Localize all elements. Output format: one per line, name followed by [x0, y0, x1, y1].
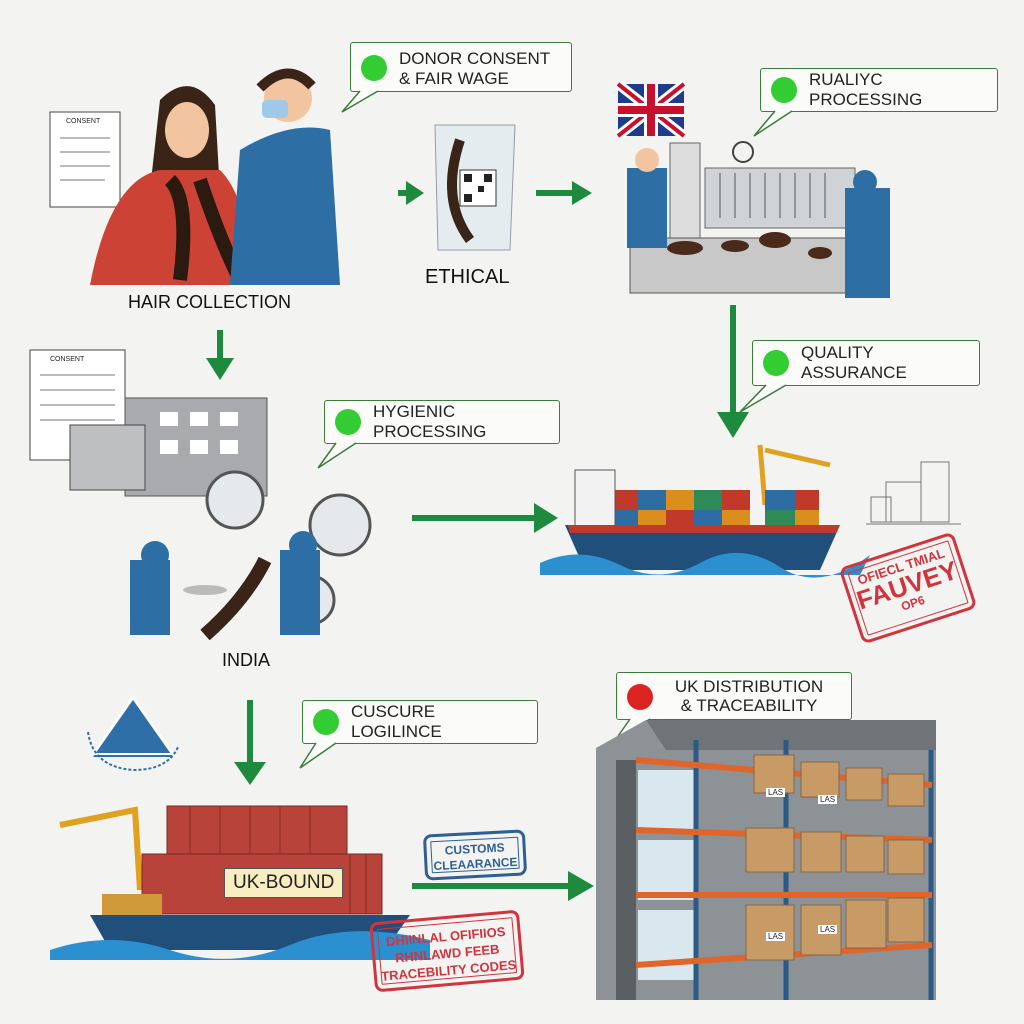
- callout-donor-consent: DONOR CONSENT & FAIR WAGE: [350, 42, 572, 92]
- callout-quality-processing: RUALIYC PROCESSING: [760, 68, 998, 112]
- status-dot-green: [335, 409, 361, 435]
- customs-clearance-stamp: CUSTOMS CLEAARANCE: [422, 829, 528, 881]
- callout-uk-distribution: UK DISTRIBUTION & TRACEABILITY: [616, 672, 852, 720]
- certification-badge-logo: [87, 695, 179, 772]
- callout-text: RUALIYC PROCESSING: [809, 70, 923, 109]
- status-dot-green: [313, 709, 339, 735]
- hair-collection-illustration: [49, 68, 340, 285]
- callout-text: DONOR CONSENT & FAIR WAGE: [399, 49, 550, 88]
- uk-city-skyline-icon: [866, 461, 961, 525]
- traceability-codes-stamp: DHIINLAL OFIFIIOS RHNLAWD FEEB TRACEBILI…: [369, 909, 525, 993]
- status-dot-red: [627, 684, 653, 710]
- quality-processing-illustration: [627, 141, 890, 298]
- label-ethical: ETHICAL: [425, 266, 510, 288]
- box-label: LAS: [766, 788, 786, 797]
- label-india: INDIA: [222, 650, 271, 670]
- box-label: LAS: [766, 932, 786, 941]
- callout-secure-logistics: CUSCURE LOGILINCE: [302, 700, 538, 744]
- label-hair-collection: HAIR COLLECTION: [128, 292, 292, 312]
- hygienic-workers-illustration: [130, 470, 372, 641]
- box-label: LAS: [818, 925, 838, 934]
- consent-document-icon: [49, 111, 121, 208]
- uk-flag-icon: [614, 80, 688, 140]
- uk-warehouse-illustration: [596, 720, 936, 1000]
- callout-text: QUALITY ASSURANCE: [801, 343, 907, 382]
- callout-text: UK DISTRIBUTION & TRACEABILITY: [674, 677, 824, 715]
- callout-text: HYGIENIC PROCESSING: [373, 402, 487, 441]
- hair-packet-illustration: [434, 124, 516, 251]
- document-consent-text-2: CONSENT: [50, 356, 85, 363]
- status-dot-green: [763, 350, 789, 376]
- document-consent-text: CONSENT: [66, 118, 101, 125]
- status-dot-green: [361, 55, 387, 81]
- callout-hygienic-processing: HYGIENIC PROCESSING: [324, 400, 560, 444]
- box-label: LAS: [818, 795, 838, 804]
- uk-bound-label: UK-BOUND: [224, 868, 344, 898]
- cargo-ship-illustration: [540, 444, 870, 578]
- status-dot-green: [771, 77, 797, 103]
- callout-text: CUSCURE LOGILINCE: [351, 702, 442, 741]
- callout-quality-assurance: QUALITY ASSURANCE: [752, 340, 980, 386]
